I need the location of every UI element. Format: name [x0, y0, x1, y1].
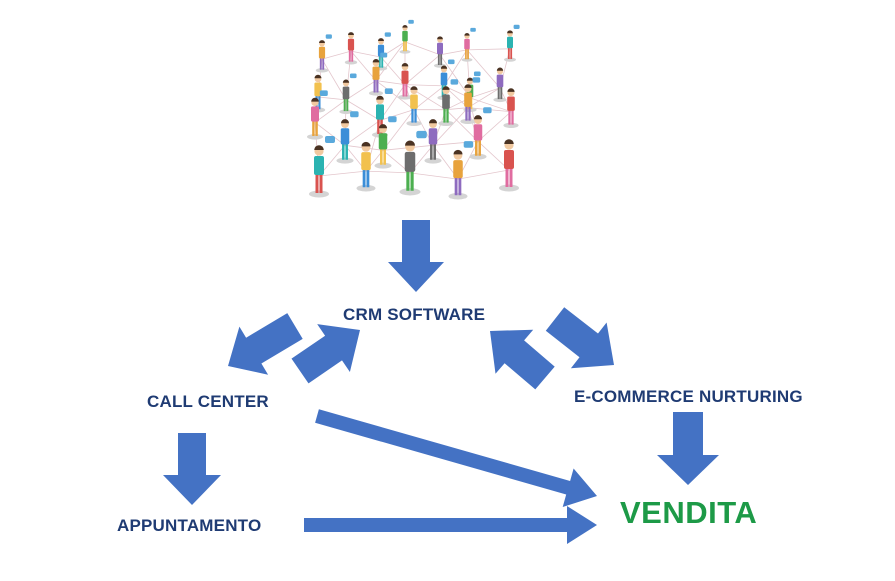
speech-bubble-icon — [473, 71, 481, 77]
speech-bubble-icon — [463, 141, 474, 148]
network-link — [443, 49, 468, 87]
speech-bubble-icon — [472, 77, 481, 83]
person-figure — [493, 67, 507, 103]
network-link — [477, 141, 510, 171]
person-figure — [374, 124, 392, 169]
speech-bubble-icon — [319, 90, 328, 96]
network-link — [350, 50, 377, 81]
person-figure — [434, 36, 446, 68]
network-link — [345, 99, 381, 121]
speech-bubble-icon — [325, 34, 332, 39]
network-link — [344, 120, 381, 146]
person-figure — [460, 84, 476, 125]
speech-bubble-icon — [325, 136, 335, 143]
network-link — [469, 87, 501, 99]
network-link — [432, 107, 469, 146]
network-link — [317, 96, 347, 101]
network-link — [375, 80, 415, 110]
arrow-network-to-crm — [388, 220, 444, 292]
person-figure — [356, 141, 376, 192]
speech-bubble-icon — [384, 32, 391, 37]
network-link — [404, 41, 441, 56]
network-link — [439, 49, 468, 56]
speech-bubble-icon — [350, 111, 359, 118]
person-figure — [309, 145, 329, 198]
network-link — [379, 84, 406, 121]
network-link — [477, 111, 512, 142]
person-figure — [369, 59, 383, 96]
speech-bubble-icon — [384, 88, 393, 94]
flow-arrows — [163, 220, 719, 544]
social-network-people-icon — [307, 19, 520, 200]
person-figure — [398, 63, 412, 100]
speech-bubble-icon — [388, 116, 397, 123]
arrow-ecommerce-to-vendita — [657, 412, 719, 485]
ecommerce-nurturing-label: E-COMMERCE NURTURING — [574, 387, 803, 406]
speech-bubble-icon — [470, 27, 476, 32]
person-figure — [336, 119, 354, 164]
arrow-appuntamento-to-vendita — [304, 506, 597, 544]
person-figure — [307, 97, 323, 140]
speech-bubble-icon — [349, 73, 357, 79]
arrow-crm-to-ecommerce — [545, 307, 614, 369]
network-link — [321, 50, 352, 60]
network-link — [321, 58, 347, 101]
network-link — [404, 84, 445, 87]
speech-bubble-icon — [447, 59, 455, 65]
person-figure — [399, 24, 411, 54]
network-link — [314, 122, 346, 146]
crm-software-label: CRM SOFTWARE — [343, 305, 486, 324]
network-link — [375, 41, 406, 81]
network-link — [314, 99, 347, 123]
speech-bubble-icon — [513, 24, 520, 29]
arrow-call-center-to-vendita — [315, 409, 597, 507]
network-link — [375, 80, 406, 85]
arrow-crm-to-call-center — [228, 313, 303, 375]
network-link — [439, 54, 471, 99]
speech-bubble-icon — [483, 107, 492, 114]
appuntamento-label: APPUNTAMENTO — [117, 516, 262, 535]
arrow-call-center-to-appuntamento — [163, 433, 221, 505]
person-figure — [424, 119, 442, 164]
person-figure — [438, 86, 454, 127]
network-link — [382, 109, 415, 151]
person-figure — [504, 30, 516, 62]
speech-bubble-icon — [380, 52, 388, 58]
speech-bubble-icon — [408, 19, 414, 24]
person-figure — [344, 32, 358, 65]
person-figure — [461, 32, 473, 62]
network-link — [350, 50, 382, 58]
speech-bubble-icon — [450, 79, 459, 85]
network-link — [457, 169, 510, 180]
person-figure — [406, 86, 422, 127]
person-figure — [499, 139, 519, 192]
arrow-call-center-to-crm — [291, 324, 360, 384]
call-center-label: CALL CENTER — [147, 392, 269, 411]
arrow-ecommerce-to-crm — [490, 329, 555, 390]
person-figure — [448, 149, 468, 200]
network-link — [413, 85, 445, 110]
network-link — [445, 107, 469, 111]
network-link — [409, 172, 459, 180]
speech-bubble-icon — [416, 130, 427, 139]
network-link — [466, 49, 501, 89]
network-link — [445, 109, 479, 142]
vendita-label: VENDITA — [620, 495, 758, 530]
network-link — [318, 170, 367, 177]
network-link — [469, 97, 512, 113]
network-link — [365, 170, 411, 174]
network-link — [345, 80, 377, 101]
network-link — [466, 48, 511, 51]
person-figure — [399, 140, 421, 196]
network-link — [467, 87, 501, 109]
network-link — [380, 56, 406, 85]
person-figure — [503, 88, 519, 129]
network-link — [379, 109, 415, 121]
person-figure — [339, 79, 353, 115]
person-figure — [469, 115, 487, 160]
person-figure — [315, 40, 329, 73]
network-link — [404, 54, 441, 85]
